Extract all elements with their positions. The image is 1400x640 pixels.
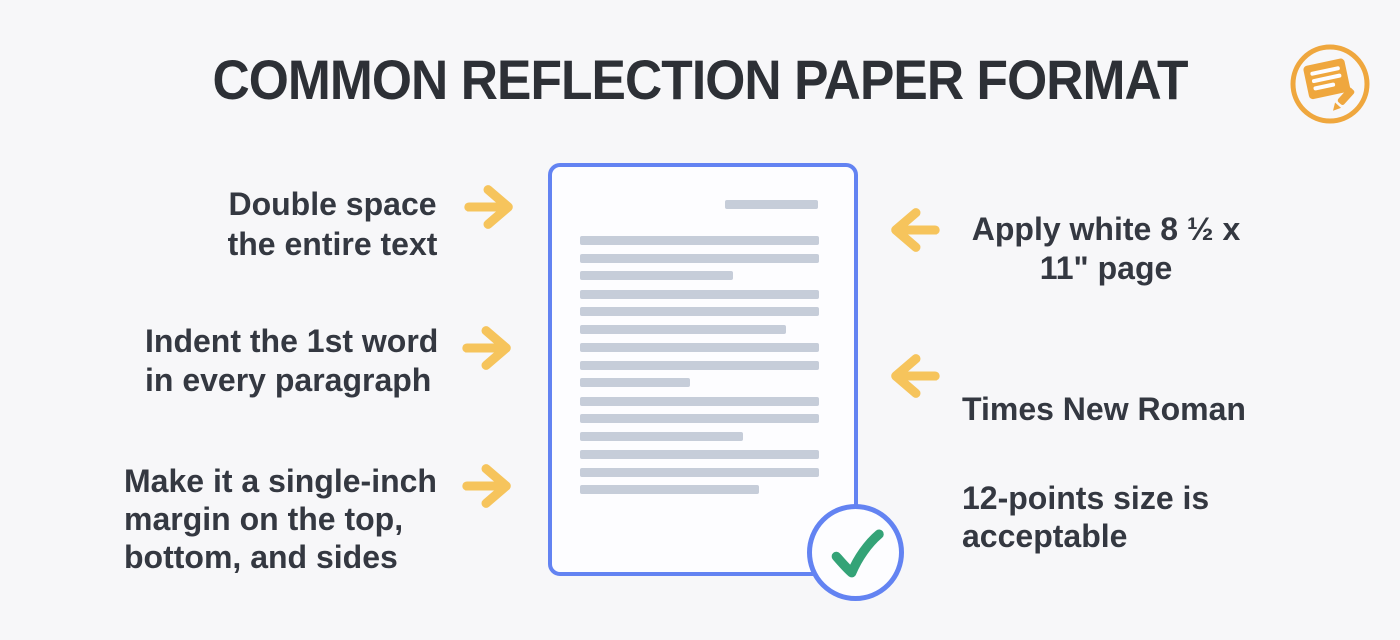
paper-heading-line [725, 200, 818, 209]
annotation-font-name: Times New Roman [962, 391, 1246, 427]
text-line-placeholder [580, 289, 819, 299]
text-line-placeholder [580, 378, 690, 387]
text-line-placeholder [580, 396, 819, 406]
annotation-page-size: Apply white 8 ½ x 11" page [971, 211, 1241, 286]
text-line-placeholder [580, 450, 819, 459]
text-line-placeholder [580, 307, 819, 316]
paragraph-placeholder [580, 343, 819, 387]
checkmark-icon [831, 529, 884, 577]
text-line-placeholder [580, 253, 819, 263]
approved-check-badge [807, 504, 904, 601]
annotation-font-size: 12-points size is acceptable [962, 480, 1210, 554]
arrow-right-icon [462, 326, 511, 370]
text-line-placeholder [580, 467, 819, 477]
arrow-left-icon [891, 354, 940, 398]
text-line-placeholder [580, 414, 819, 423]
paragraph-placeholder [580, 289, 819, 334]
annotation-margin: Make it a single-inch margin on the top,… [124, 463, 437, 575]
arrow-left-icon [891, 208, 940, 252]
annotation-double-space: Double space the entire text [227, 186, 438, 262]
paper-illustration [548, 163, 858, 576]
note-pencil-icon [1288, 42, 1372, 126]
text-line-placeholder [580, 485, 760, 494]
paragraph-placeholder [580, 236, 819, 280]
text-line-placeholder [580, 431, 743, 441]
text-line-placeholder [580, 360, 819, 370]
text-line-placeholder [580, 271, 733, 280]
text-line-placeholder [580, 343, 819, 352]
arrow-right-icon [462, 464, 511, 508]
paper-text-lines [580, 236, 819, 504]
page-title: COMMON REFLECTION PAPER FORMAT [212, 48, 1188, 111]
arrow-right-icon [464, 185, 513, 229]
paragraph-placeholder [580, 396, 819, 441]
annotation-indent: Indent the 1st word in every paragraph [145, 323, 439, 398]
text-line-placeholder [580, 236, 819, 245]
text-line-placeholder [580, 324, 786, 334]
paragraph-placeholder [580, 450, 819, 494]
annotation-font: Times New Roman 12-points size is accept… [962, 352, 1272, 593]
